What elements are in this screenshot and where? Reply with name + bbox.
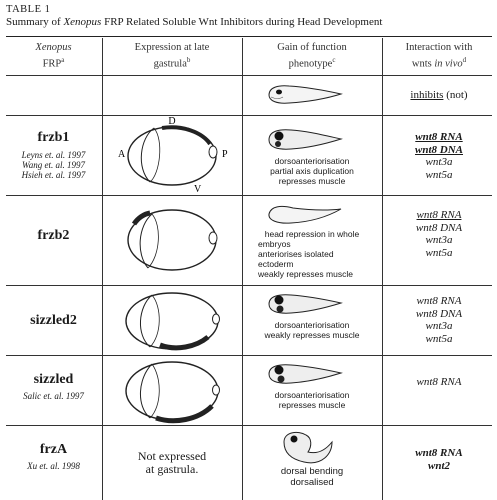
frzb2-gastrula-expression-image xyxy=(127,209,218,271)
gene-name: sizzled xyxy=(33,372,74,387)
gene-name: frzb2 xyxy=(37,228,70,243)
frza-phenotype-image xyxy=(283,431,333,464)
gene-reference: Hsieh et. al. 1997 xyxy=(21,170,86,180)
table-label: TABLE 1 xyxy=(6,4,51,15)
dorsal-label: D xyxy=(168,116,175,127)
interaction-list: wnt8 RNA xyxy=(416,376,462,388)
posterior-label: P xyxy=(222,149,228,160)
column-divider xyxy=(242,38,243,500)
gene-name: sizzled2 xyxy=(30,313,77,328)
frzb1-phenotype-image xyxy=(268,129,343,150)
row-divider xyxy=(6,355,492,356)
control-tadpole-image xyxy=(268,85,343,104)
frzb2-phenotype-image xyxy=(268,205,342,224)
gene-name: frzb1 xyxy=(37,130,70,145)
ventral-label: V xyxy=(194,184,202,195)
row-divider xyxy=(6,75,492,76)
gene-reference: Xu et. al. 1998 xyxy=(27,461,80,471)
gene-name: frzA xyxy=(39,442,68,457)
table-caption: Summary of Xenopus FRP Related Soluble W… xyxy=(6,16,383,28)
row-divider xyxy=(6,115,492,116)
top-rule xyxy=(6,36,492,37)
frzb1-gastrula-expression-image: D A P V xyxy=(118,116,228,195)
row-divider xyxy=(6,195,492,196)
interaction-list: wnt8 RNA wnt8 DNA wnt3a wnt5a xyxy=(415,131,463,181)
gene-reference: Salic et. al. 1997 xyxy=(23,391,84,401)
interaction-list: wnt8 RNA wnt2 xyxy=(415,447,463,472)
gene-reference: Leyns et. al. 1997 xyxy=(21,150,86,160)
sizzled-phenotype-image xyxy=(268,364,343,384)
column-divider xyxy=(382,38,383,500)
interaction-list: wnt8 RNA wnt8 DNA wnt3a wnt5a xyxy=(415,295,463,345)
sizzled-gastrula-expression-image xyxy=(125,361,220,424)
column-divider xyxy=(102,38,103,500)
control-interaction: inhibits (not) xyxy=(410,89,468,101)
gene-reference: Wang et. al. 1997 xyxy=(22,160,85,170)
sizzled2-gastrula-expression-image xyxy=(125,292,220,351)
sizzled2-phenotype-image xyxy=(268,294,343,314)
anterior-label: A xyxy=(118,149,126,160)
interaction-list: wnt8 RNA wnt8 DNA wnt3a wnt5a xyxy=(415,209,463,259)
row-divider xyxy=(6,425,492,426)
row-divider xyxy=(6,285,492,286)
